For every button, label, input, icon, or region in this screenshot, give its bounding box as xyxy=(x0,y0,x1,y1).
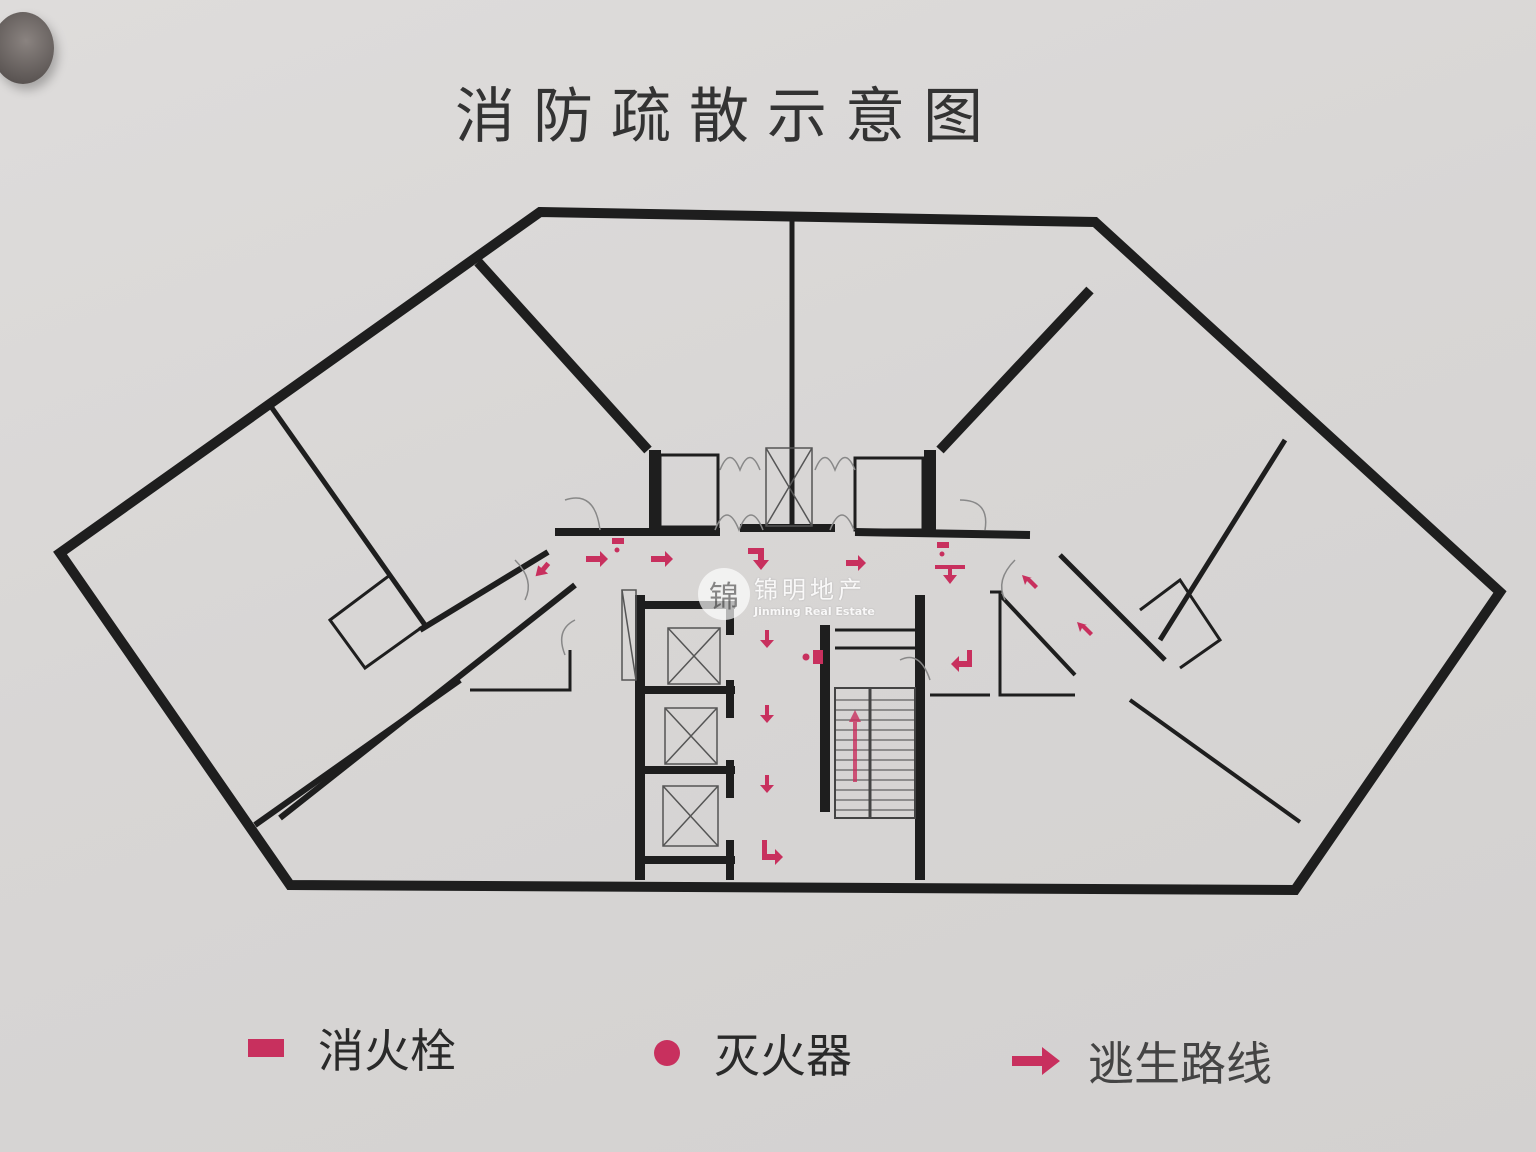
escape-route-arrows xyxy=(535,548,1093,865)
legend-hydrant-label: 消火栓 xyxy=(318,1024,456,1078)
mounting-screw xyxy=(0,12,54,84)
legend-escape-route: 逃生路线 xyxy=(1012,1028,1272,1094)
legend-extinguisher-label: 灭火器 xyxy=(714,1029,852,1083)
watermark: 锦 锦明地产 Jinming Real Estate xyxy=(698,568,875,620)
doors xyxy=(514,456,1016,681)
sign-title: 消防疏散示意图 xyxy=(455,82,1001,152)
room-dividers xyxy=(253,220,1302,828)
arrow-right-icon xyxy=(1012,1047,1060,1075)
corridor-walls xyxy=(278,450,1167,880)
extinguisher-icon xyxy=(654,1040,680,1066)
fire-equipment xyxy=(612,538,949,664)
hydrant-icon xyxy=(248,1039,284,1057)
legend-extinguisher: 灭火器 xyxy=(654,1020,852,1086)
elevator-cars xyxy=(621,447,813,847)
legend-escape-route-label: 逃生路线 xyxy=(1088,1037,1272,1091)
stairwell xyxy=(834,687,916,819)
legend-hydrant: 消火栓 xyxy=(248,1015,456,1081)
outer-wall xyxy=(53,206,1507,896)
watermark-name-cn: 锦明地产 xyxy=(754,576,866,604)
watermark-name-en: Jinming Real Estate xyxy=(754,605,875,618)
watermark-logo-icon: 锦 xyxy=(698,568,750,620)
